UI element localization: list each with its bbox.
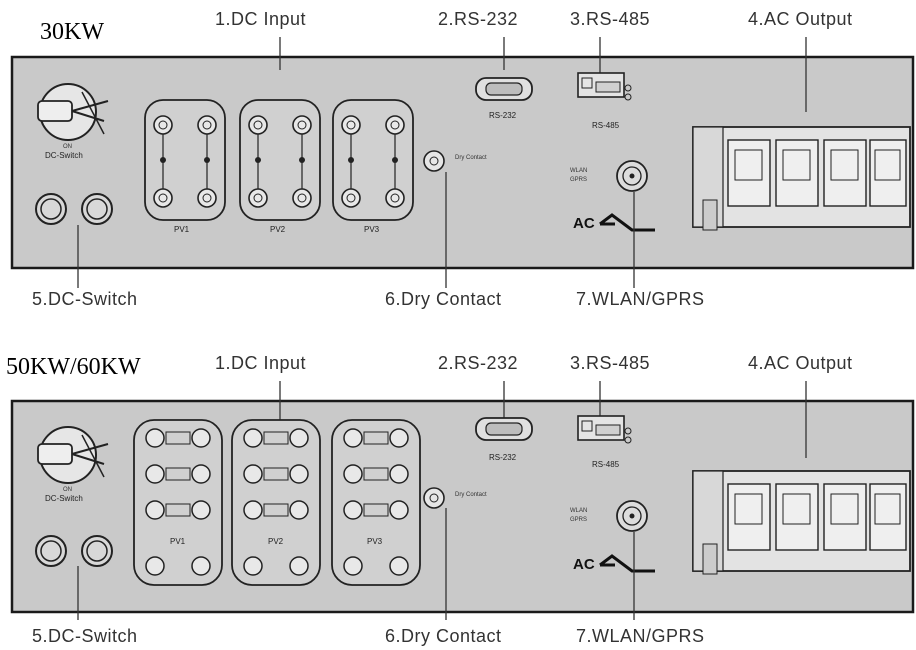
rs232-port: RS-232: [475, 77, 533, 120]
callout-dc-switch: 5.DC-Switch: [32, 626, 138, 646]
ac-output-terminal: [692, 470, 911, 575]
dc-input-group-pv3: PV3: [332, 99, 414, 234]
switch-on-label: ON: [63, 487, 72, 493]
ac-label: AC: [573, 215, 595, 232]
callout-dc-input: 1.DC Input: [215, 9, 306, 29]
dc-input-group-pv1: PV1: [133, 419, 223, 586]
rs485-label: RS-485: [592, 121, 620, 130]
wlan-label-bottom: GPRS: [570, 177, 587, 183]
callout-dc-switch: 5.DC-Switch: [32, 289, 138, 309]
callout-rs232: 2.RS-232: [438, 9, 518, 29]
dc-switch-label: DC-Switch: [45, 494, 83, 503]
wlan-label-top: WLAN: [570, 508, 587, 514]
callout-rs485: 3.RS-485: [570, 353, 650, 373]
ac-label: AC: [573, 556, 595, 573]
rs232-label: RS-232: [489, 453, 517, 462]
rs232-port: RS-232: [475, 417, 533, 462]
callout-dry-contact: 6.Dry Contact: [385, 289, 502, 309]
wlan-label-top: WLAN: [570, 168, 587, 174]
dry-contact-label: Dry Contact: [455, 155, 487, 161]
dc-input-group-pv3: PV3: [331, 419, 421, 586]
dc-input-group-pv1: PV1: [144, 99, 226, 234]
cable-gland: [35, 193, 67, 225]
ac-output-terminal: [692, 126, 911, 231]
callout-wlan: 7.WLAN/GPRS: [576, 289, 705, 309]
rs485-label: RS-485: [592, 460, 620, 469]
dc-switch: ON DC-Switch: [37, 426, 109, 503]
dry-contact-label: Dry Contact: [455, 492, 487, 498]
cable-gland: [81, 535, 113, 567]
model-title: 50KW/60KW: [6, 354, 141, 380]
pv3-label: PV3: [364, 225, 380, 234]
ac-symbol: AC: [573, 554, 655, 573]
pv1-label: PV1: [170, 537, 186, 546]
rs485-port: RS-485: [577, 72, 632, 130]
pv2-label: PV2: [268, 537, 284, 546]
model-title: 30KW: [40, 19, 104, 45]
rs485-port: RS-485: [577, 415, 632, 469]
dc-input-group-pv2: PV2: [231, 419, 321, 586]
pv2-label: PV2: [270, 225, 286, 234]
wlan-label-bottom: GPRS: [570, 517, 587, 523]
panel-30kw: 30KW 1.DC Input 2.RS-232 3.RS-485 4.AC O…: [10, 9, 915, 309]
dry-contact-port: Dry Contact: [423, 487, 487, 509]
dc-switch-label: DC-Switch: [45, 151, 83, 160]
ac-symbol: AC: [573, 213, 655, 232]
switch-on-label: ON: [63, 144, 72, 150]
dc-input-group-pv2: PV2: [239, 99, 321, 234]
callout-ac-output: 4.AC Output: [748, 353, 853, 373]
dry-contact-port: Dry Contact: [423, 150, 487, 172]
callout-ac-output: 4.AC Output: [748, 9, 853, 29]
wlan-port: WLAN GPRS: [570, 160, 648, 192]
cable-gland: [81, 193, 113, 225]
wlan-port: WLAN GPRS: [570, 500, 648, 532]
callout-wlan: 7.WLAN/GPRS: [576, 626, 705, 646]
pv1-label: PV1: [174, 225, 190, 234]
rs232-label: RS-232: [489, 111, 517, 120]
callout-dry-contact: 6.Dry Contact: [385, 626, 502, 646]
pv3-label: PV3: [367, 537, 383, 546]
callout-dc-input: 1.DC Input: [215, 353, 306, 373]
dc-switch: ON DC-Switch: [37, 83, 109, 160]
cable-gland: [35, 535, 67, 567]
panel-50kw-60kw: 50KW/60KW 1.DC Input 2.RS-232 3.RS-485 4…: [6, 353, 915, 646]
callout-rs485: 3.RS-485: [570, 9, 650, 29]
callout-rs232: 2.RS-232: [438, 353, 518, 373]
